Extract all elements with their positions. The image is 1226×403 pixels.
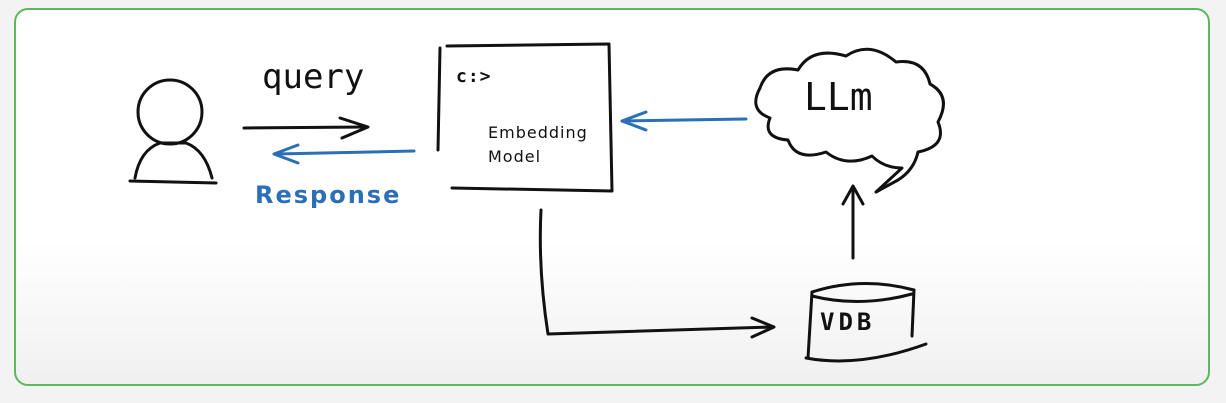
vdb-label: VDB <box>820 308 875 336</box>
user-icon <box>128 78 218 185</box>
response-arrow <box>272 143 416 165</box>
cloud-icon <box>754 47 945 194</box>
embedding-to-vdb-arrow <box>538 208 776 339</box>
terminal-prompt-label: c:> <box>456 66 492 87</box>
llm-to-embedding-arrow <box>620 110 748 132</box>
diagram-frame <box>14 8 1210 386</box>
embedding-model-box <box>436 42 614 193</box>
vdb-to-llm-arrow <box>841 184 865 260</box>
database-icon <box>804 281 928 363</box>
model-label: Model <box>488 147 541 166</box>
embedding-label: Embedding <box>488 123 588 142</box>
llm-label: LLm <box>804 75 873 119</box>
query-arrow <box>242 116 370 140</box>
query-label: query <box>262 57 364 97</box>
response-label: Response <box>255 181 401 209</box>
